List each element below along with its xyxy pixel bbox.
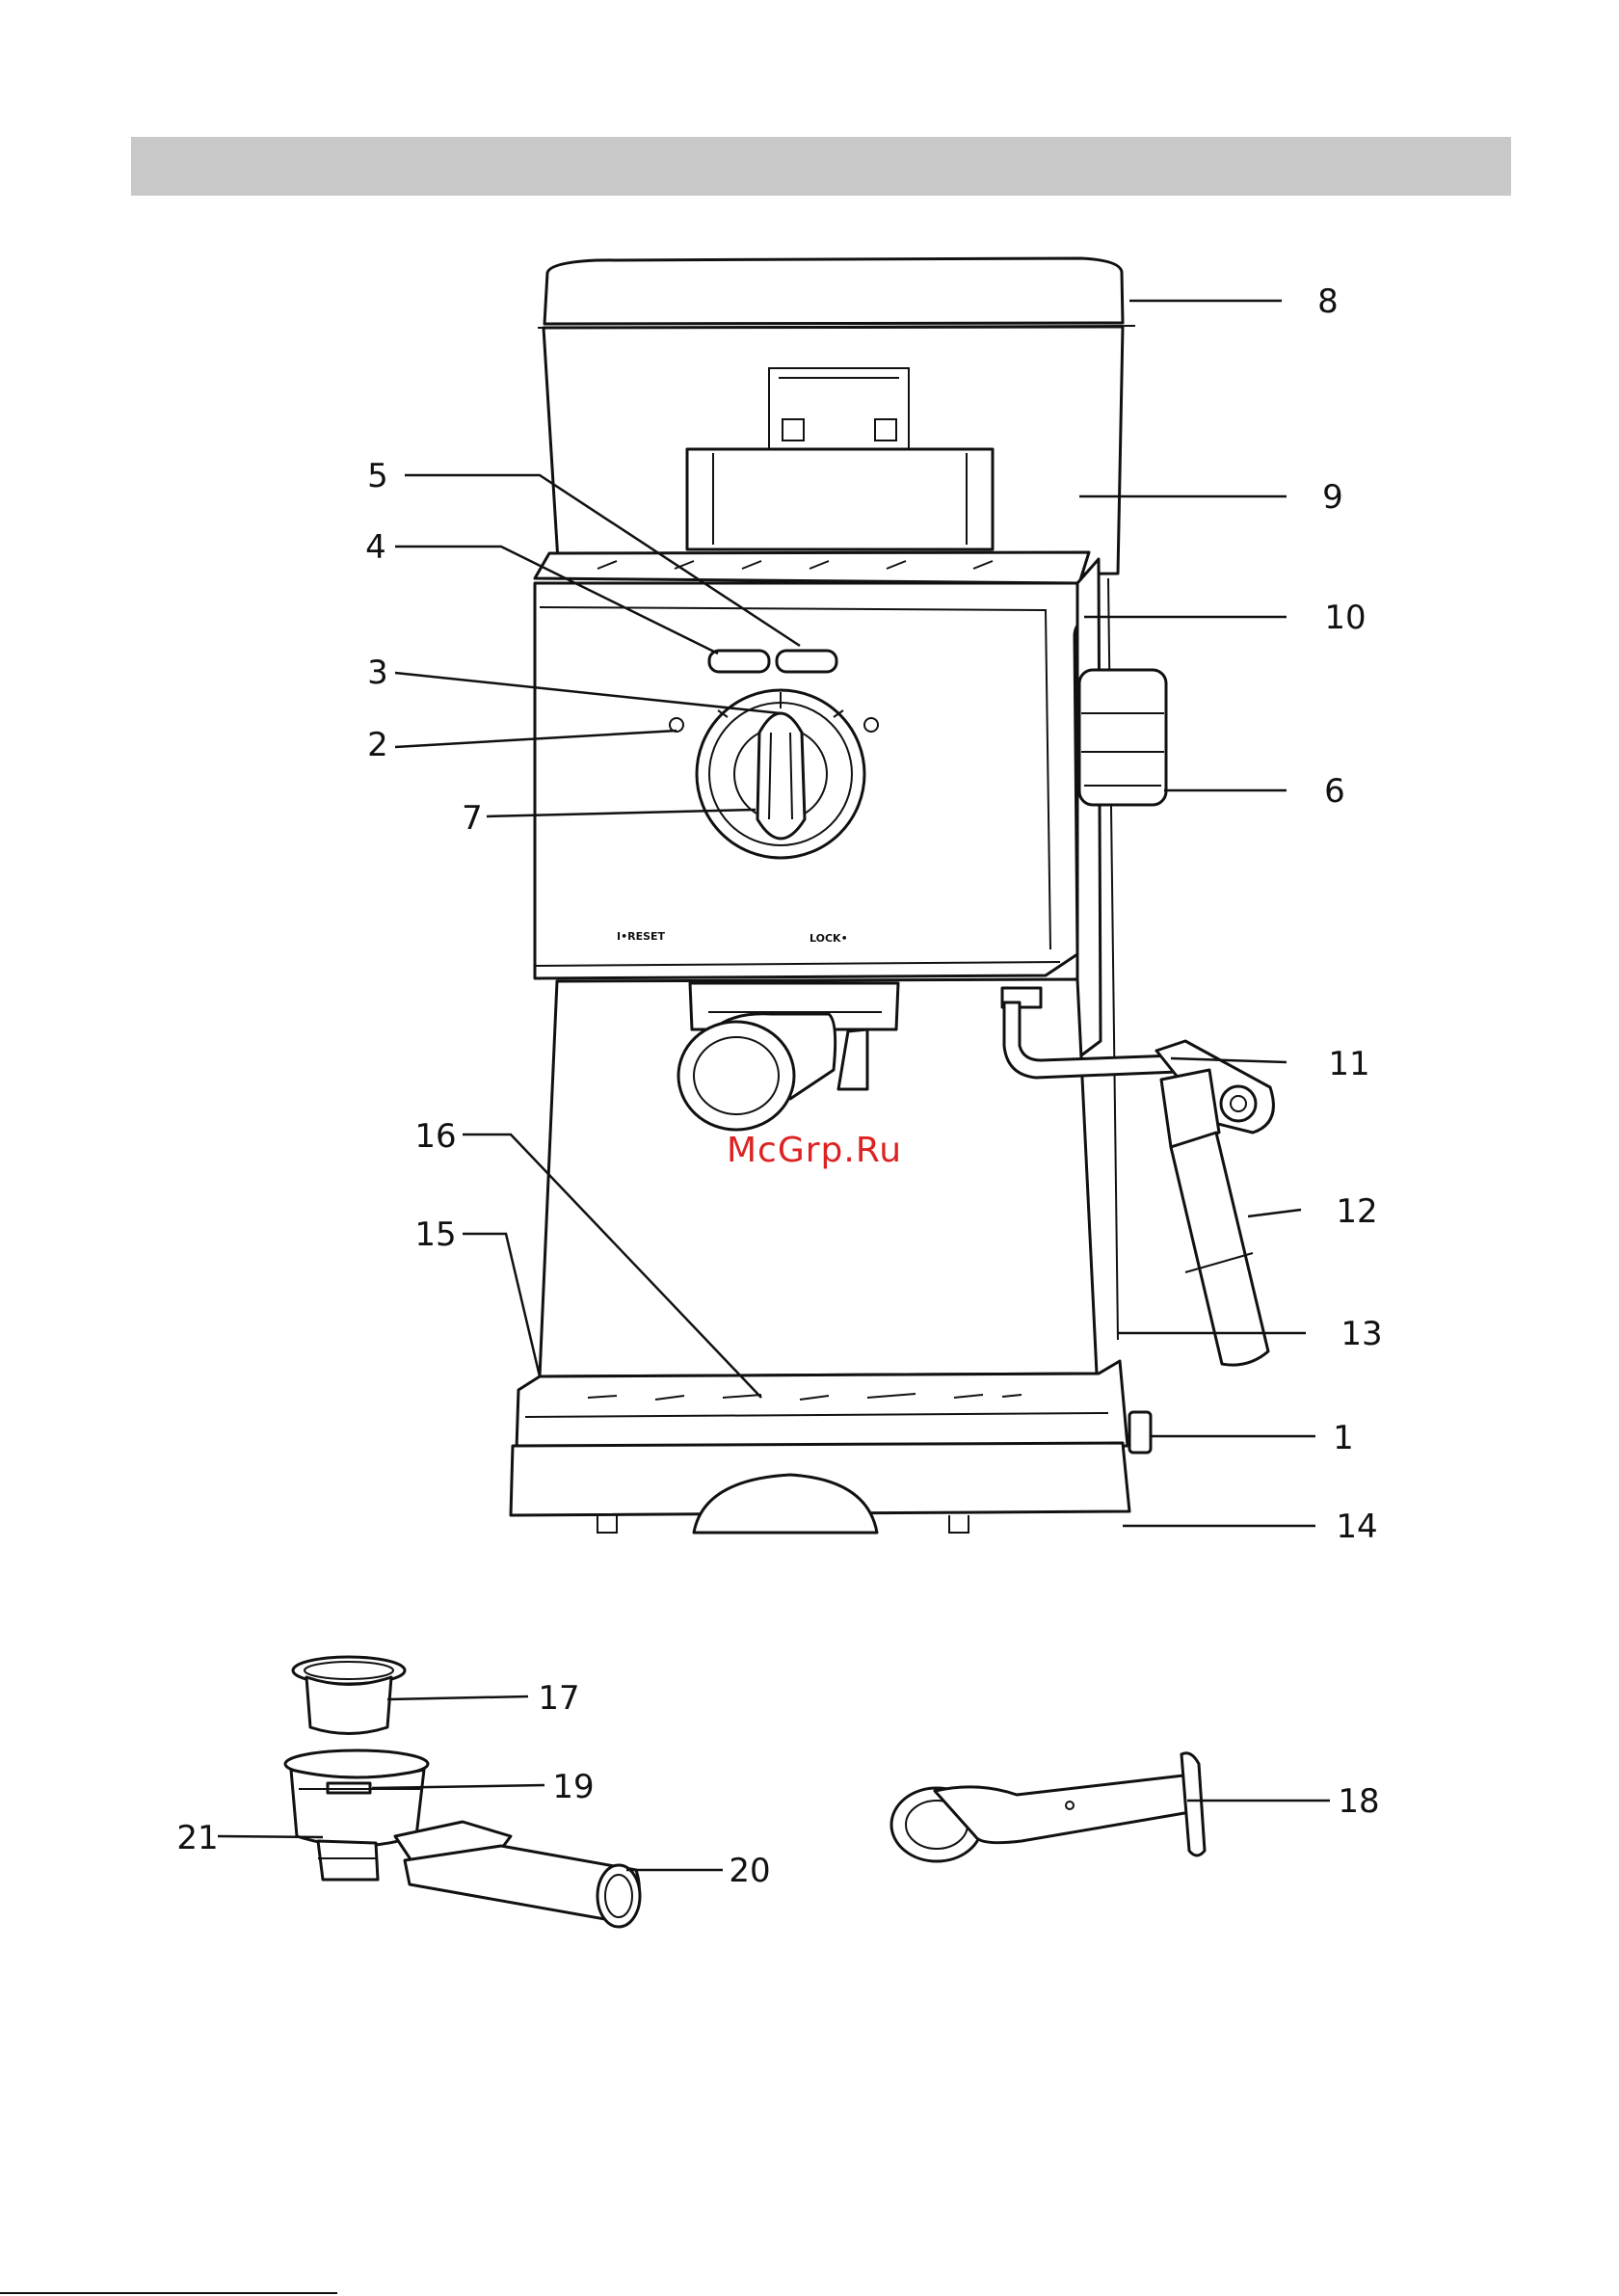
machine-body	[511, 258, 1273, 1533]
callout-13: 13	[1340, 1315, 1382, 1353]
panel-label-lock: LOCK•	[810, 932, 848, 945]
callout-8: 8	[1317, 282, 1339, 321]
callout-5: 5	[367, 457, 388, 495]
callout-4: 4	[365, 528, 386, 567]
callout-10: 10	[1324, 599, 1366, 637]
callout-15: 15	[414, 1215, 456, 1254]
callout-1: 1	[1333, 1419, 1354, 1457]
callout-17: 17	[538, 1679, 579, 1718]
callout-7: 7	[462, 799, 483, 838]
footer-rule	[0, 2292, 337, 2294]
callout-12: 12	[1336, 1192, 1377, 1231]
callout-21: 21	[176, 1819, 218, 1857]
callout-6: 6	[1324, 772, 1345, 811]
callout-3: 3	[367, 654, 388, 692]
callout-11: 11	[1328, 1045, 1369, 1083]
tamper	[891, 1753, 1205, 1861]
callout-2: 2	[367, 726, 388, 764]
callout-18: 18	[1338, 1782, 1379, 1821]
callout-16: 16	[414, 1117, 456, 1156]
callout-14: 14	[1336, 1508, 1377, 1546]
callout-20: 20	[729, 1852, 770, 1890]
callout-9: 9	[1322, 478, 1343, 517]
callout-19: 19	[552, 1768, 594, 1806]
watermark: McGrp.Ru	[727, 1131, 902, 1170]
panel-label-reset: I•RESET	[617, 930, 666, 943]
